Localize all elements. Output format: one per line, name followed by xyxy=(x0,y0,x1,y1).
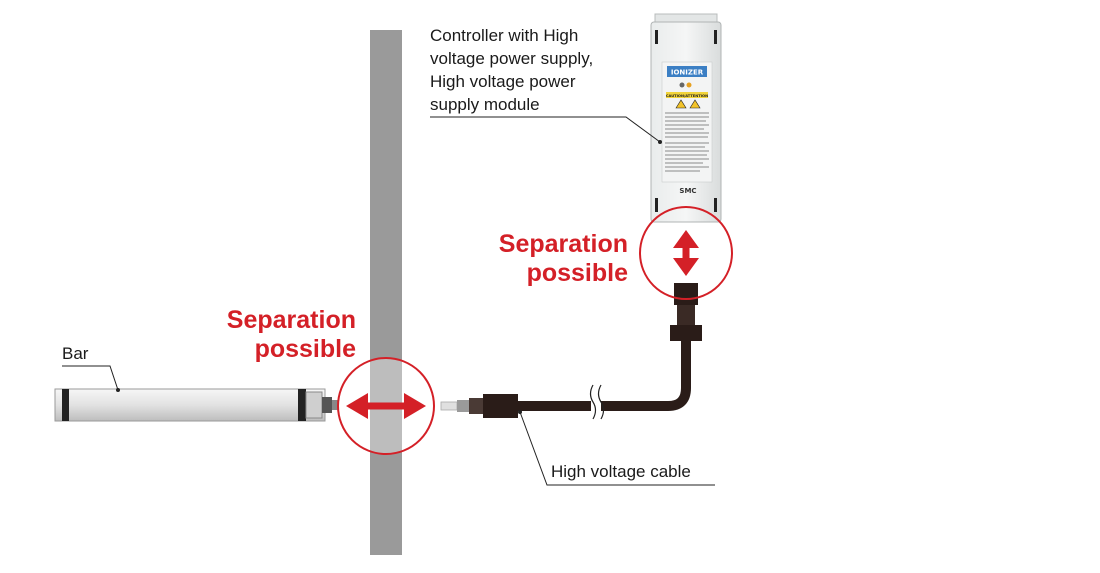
separation-label-line: Separation xyxy=(226,306,356,334)
separation-label-line: possible xyxy=(526,259,628,287)
maker-logo: SMC xyxy=(679,187,696,195)
separation-label-upper: Separation possible xyxy=(448,230,628,288)
warning-icon xyxy=(675,99,687,109)
warning-icon xyxy=(689,99,701,109)
cable-break-marks xyxy=(589,384,605,420)
controller-label: Controller with High voltage power suppl… xyxy=(430,24,593,116)
ionizer-badge-text: IONIZER xyxy=(671,69,704,77)
bar-label: Bar xyxy=(62,344,89,363)
controller-box: IONIZER CAUTION/ATTENTION SMC xyxy=(650,13,722,223)
high-voltage-cable xyxy=(518,338,691,411)
cable-connector-left xyxy=(440,394,518,418)
controller-label-line: voltage power supply, xyxy=(430,49,594,68)
bar-leader-line xyxy=(62,365,119,391)
controller-label-line: Controller with High xyxy=(430,26,579,45)
cable-leader-line xyxy=(519,411,715,486)
controller-label-line: High voltage power xyxy=(430,72,576,91)
controller-label-line: supply module xyxy=(430,95,540,114)
fine-print xyxy=(665,112,709,172)
separation-label-line: possible xyxy=(254,335,356,363)
wall-partition xyxy=(370,30,402,555)
bar-ionizer xyxy=(54,388,338,422)
separation-marker-upper xyxy=(639,206,733,300)
cable-connector-top xyxy=(670,283,702,341)
controller-leader-line xyxy=(430,116,661,143)
ionizer-badge xyxy=(667,66,707,77)
caution-label: CAUTION/ATTENTION xyxy=(666,94,708,98)
separation-marker-lower xyxy=(337,357,435,455)
separation-label-lower: Separation possible xyxy=(176,306,356,364)
separation-label-line: Separation xyxy=(498,230,628,258)
cable-label: High voltage cable xyxy=(551,462,691,481)
